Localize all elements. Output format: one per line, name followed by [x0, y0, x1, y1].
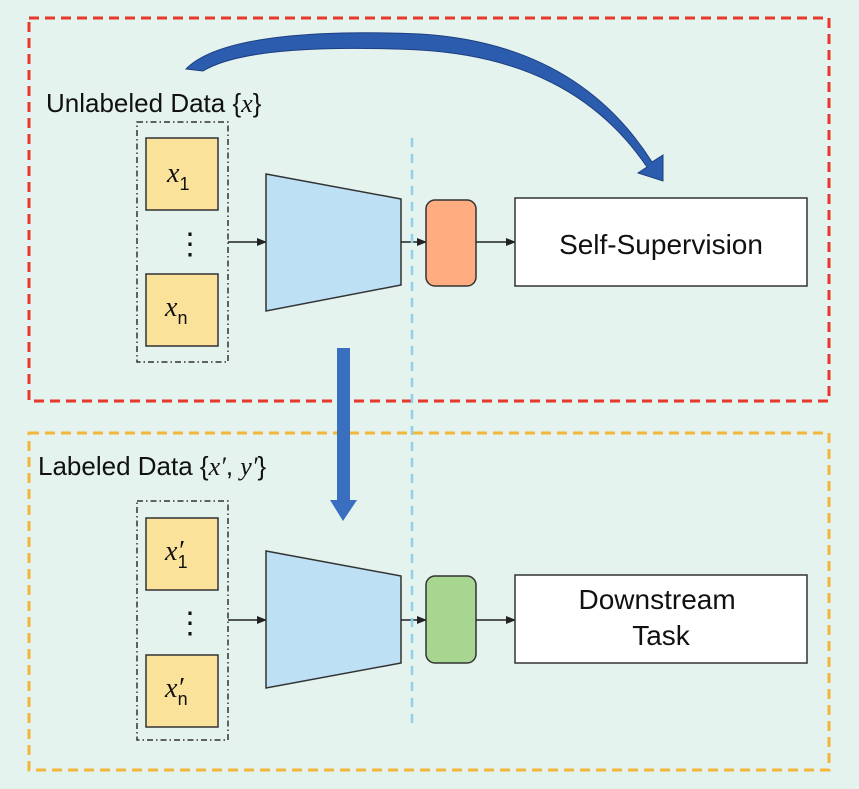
labeled-item-first — [145, 517, 219, 591]
unlabeled-panel-border — [27, 16, 831, 403]
labeled-encoder — [265, 550, 402, 689]
transfer-down-arrow — [330, 348, 357, 521]
labeled-data-label: Labeled Data {x′, y′} — [38, 451, 267, 481]
downstream-task-box — [514, 574, 808, 664]
labeled-panel-border — [27, 431, 831, 772]
unlabeled-item-last — [145, 273, 219, 347]
labeled-item-first-label: x′1 — [164, 536, 188, 572]
self-supervision-box — [514, 197, 808, 287]
curved-feedback-arrow — [184, 32, 664, 182]
unlabeled-item-first-label: x1 — [166, 158, 189, 194]
downstream-head — [425, 575, 477, 664]
labeled-item-last-label: x′n — [164, 673, 188, 709]
downstream-task-label: Downstream Task — [579, 584, 744, 651]
labeled-ellipsis: ⋮ — [175, 607, 205, 640]
unlabeled-encoder — [265, 173, 402, 312]
unlabeled-item-first — [145, 137, 219, 211]
labeled-data-group — [136, 500, 229, 741]
labeled-item-last — [145, 654, 219, 728]
self-supervision-label: Self-Supervision — [559, 229, 763, 260]
unlabeled-ellipsis: ⋮ — [175, 228, 205, 261]
unlabeled-item-last-label: xn — [164, 292, 187, 328]
unlabeled-data-label: Unlabeled Data {x} — [46, 88, 262, 118]
self-supervision-head — [425, 199, 477, 287]
unlabeled-data-group — [136, 121, 229, 363]
